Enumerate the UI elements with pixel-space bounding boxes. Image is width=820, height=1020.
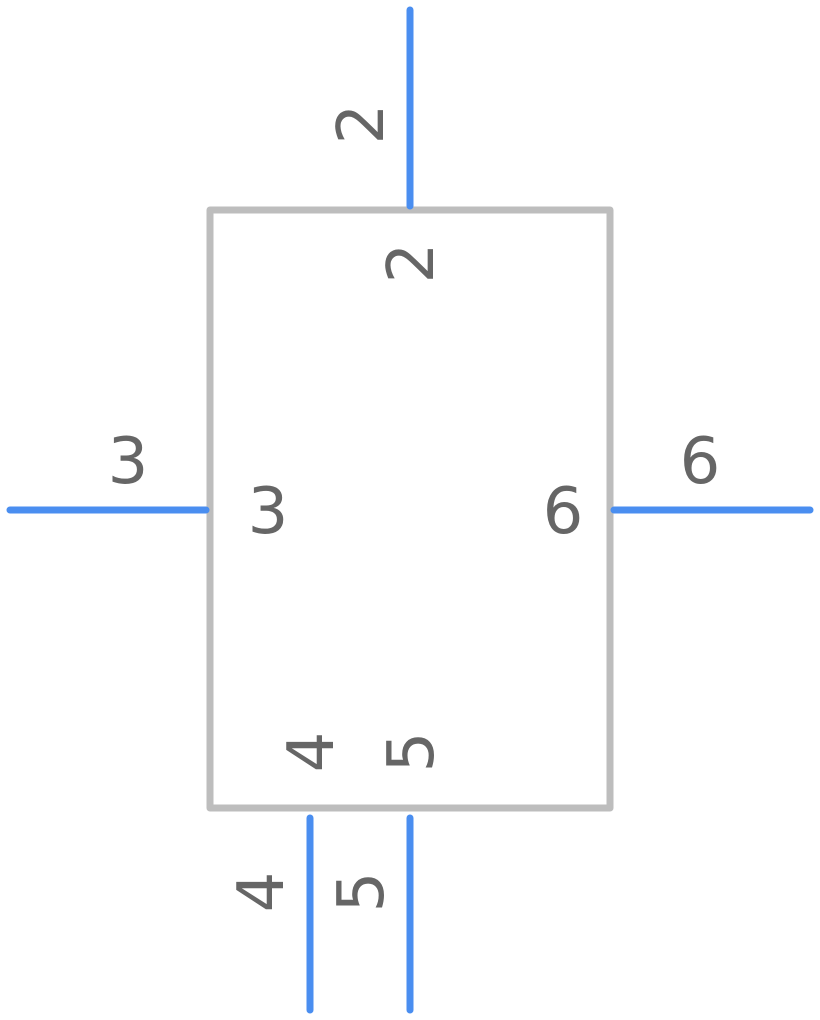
- pin-5[interactable]: 5 5: [325, 732, 449, 1014]
- pin-3-outer-label: 3: [108, 425, 149, 499]
- pin-5-inner-label: 5: [375, 732, 449, 773]
- pin-6-outer-label: 6: [680, 425, 721, 499]
- pin-2[interactable]: 2 2: [325, 6, 449, 284]
- pin-2-inner-label: 2: [375, 243, 449, 284]
- pin-3[interactable]: 3 3: [6, 425, 289, 549]
- pin-4-inner-label: 4: [275, 732, 349, 773]
- pin-4[interactable]: 4 4: [225, 732, 349, 1014]
- pin-6[interactable]: 6 6: [543, 425, 814, 549]
- pin-3-inner-label: 3: [248, 475, 289, 549]
- pin-5-outer-label: 5: [325, 872, 399, 913]
- pin-4-outer-label: 4: [225, 872, 299, 913]
- pin-2-outer-label: 2: [325, 104, 399, 145]
- pin-6-inner-label: 6: [543, 475, 584, 549]
- component-body: [206, 206, 614, 812]
